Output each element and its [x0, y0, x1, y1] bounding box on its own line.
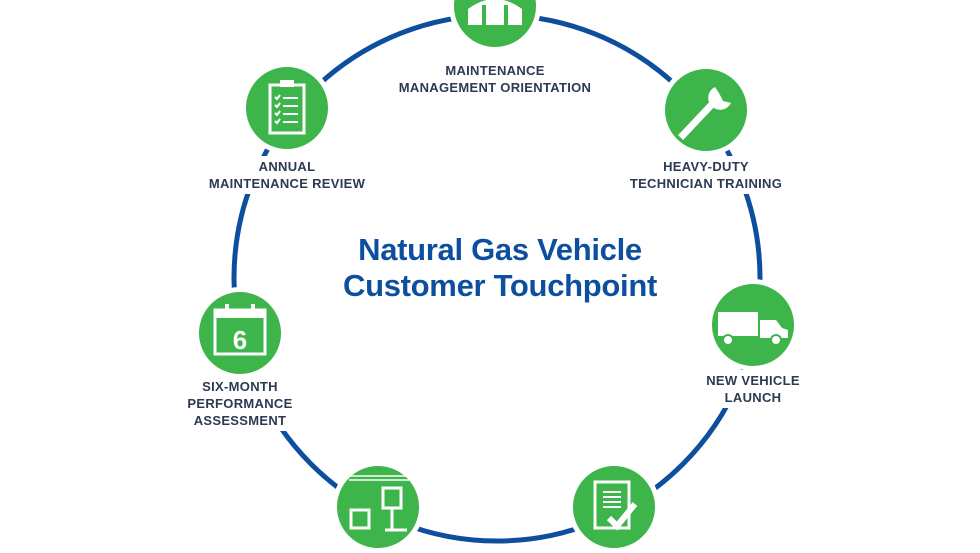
- truck-icon: [707, 279, 799, 371]
- label-line: HEAVY-DUTY: [663, 159, 749, 174]
- vehicle-lift-icon: [332, 461, 424, 553]
- label-line: PERFORMANCE: [187, 396, 293, 411]
- label-line: TECHNICIAN TRAINING: [629, 176, 783, 191]
- label-annual-review: ANNUAL MAINTENANCE REVIEW: [202, 156, 372, 194]
- calendar-icon: 6: [194, 287, 286, 379]
- label-line: MANAGEMENT ORIENTATION: [398, 80, 592, 95]
- calendar-number: 6: [233, 325, 247, 355]
- clipboard-checklist-icon: [241, 62, 333, 154]
- label-line: LAUNCH: [724, 390, 782, 405]
- label-new-vehicle-launch: NEW VEHICLE LAUNCH: [700, 370, 806, 408]
- label-six-month-assessment: SIX-MONTH PERFORMANCE ASSESSMENT: [181, 376, 299, 431]
- label-line: ANNUAL: [258, 159, 316, 174]
- worker-icon: [449, 0, 541, 52]
- document-check-icon: [568, 461, 660, 553]
- label-line: MAINTENANCE: [445, 63, 545, 78]
- title-line-2: Customer Touchpoint: [342, 268, 658, 303]
- label-maintenance-orientation: MAINTENANCE MANAGEMENT ORIENTATION: [392, 60, 598, 98]
- title-line-1: Natural Gas Vehicle: [358, 232, 642, 267]
- wrench-icon: [660, 64, 752, 156]
- label-heavy-duty-training: HEAVY-DUTY TECHNICIAN TRAINING: [623, 156, 789, 194]
- label-line: NEW VEHICLE: [706, 373, 800, 388]
- label-line: MAINTENANCE REVIEW: [208, 176, 366, 191]
- label-line: SIX-MONTH: [202, 379, 278, 394]
- label-line: ASSESSMENT: [193, 413, 287, 428]
- diagram-title: Natural Gas Vehicle Customer Touchpoint: [343, 232, 657, 304]
